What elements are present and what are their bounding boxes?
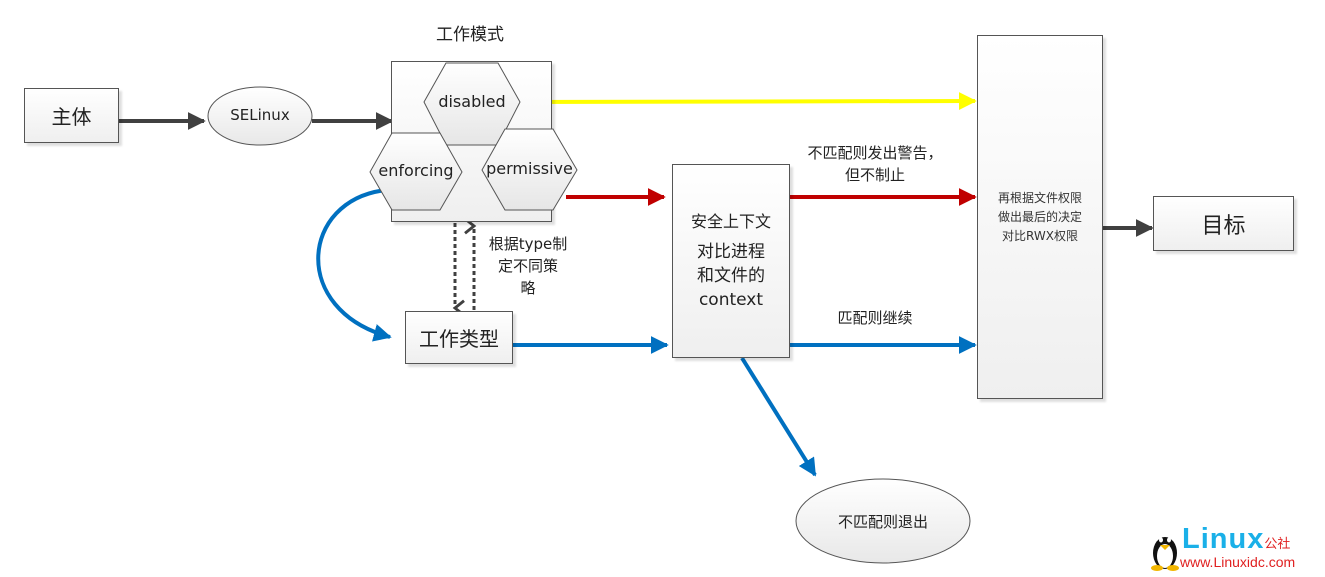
arrow-enforcing-to-worktype — [316, 188, 392, 342]
context-body-line-2: 和文件的 — [697, 266, 765, 286]
context-node: 安全上下文 对比进程 和文件的 context — [672, 164, 790, 358]
selinux-label: SELinux — [230, 106, 290, 124]
warn-label: 不匹配则发出警告， 但不制止 — [790, 142, 960, 186]
mode-enforcing[interactable]: enforcing — [378, 161, 454, 180]
mode-container — [391, 61, 552, 222]
decision-line-1: 再根据文件权限 — [997, 190, 1082, 205]
arrow-context-to-exit — [740, 356, 817, 477]
tux-penguin-icon — [1151, 537, 1179, 571]
decision-line-3: 对比RWX权限 — [1002, 228, 1078, 243]
policy-note: 根据type制 定不同策 略 — [478, 233, 578, 299]
watermark-brand-suffix: 公社 — [1264, 537, 1291, 552]
decision-line-2: 做出最后的决定 — [997, 209, 1082, 224]
subject-label: 主体 — [51, 105, 92, 129]
watermark-brand: Linux — [1182, 523, 1265, 555]
exit-label: 不匹配则退出 — [837, 513, 928, 531]
arrow-disabled-to-decision — [517, 92, 977, 111]
decision-node: 再根据文件权限 做出最后的决定 对比RWX权限 — [977, 35, 1103, 399]
policy-note-line-3: 略 — [520, 279, 536, 297]
work-type-node: 工作类型 — [405, 311, 513, 364]
target-node: 目标 — [1153, 196, 1294, 251]
mode-permissive[interactable]: permissive — [486, 159, 573, 178]
target-label: 目标 — [1201, 213, 1246, 239]
work-type-label: 工作类型 — [419, 327, 499, 351]
policy-note-line-1: 根据type制 — [488, 235, 568, 253]
subject-node: 主体 — [24, 88, 119, 143]
watermark: Linux公社 www.Linuxidc.com — [1150, 523, 1325, 573]
warn-label-line-1: 不匹配则发出警告， — [807, 144, 943, 162]
context-body-line-1: 对比进程 — [697, 242, 765, 262]
warn-label-line-2: 但不制止 — [844, 166, 905, 184]
mode-disabled[interactable]: disabled — [438, 92, 506, 111]
continue-label: 匹配则继续 — [837, 309, 913, 327]
mode-title: 工作模式 — [436, 25, 504, 45]
context-title: 安全上下文 — [690, 212, 771, 231]
watermark-url[interactable]: www.Linuxidc.com — [1180, 554, 1296, 570]
context-body-line-3: context — [698, 290, 764, 310]
policy-note-line-2: 定不同策 — [497, 257, 558, 275]
